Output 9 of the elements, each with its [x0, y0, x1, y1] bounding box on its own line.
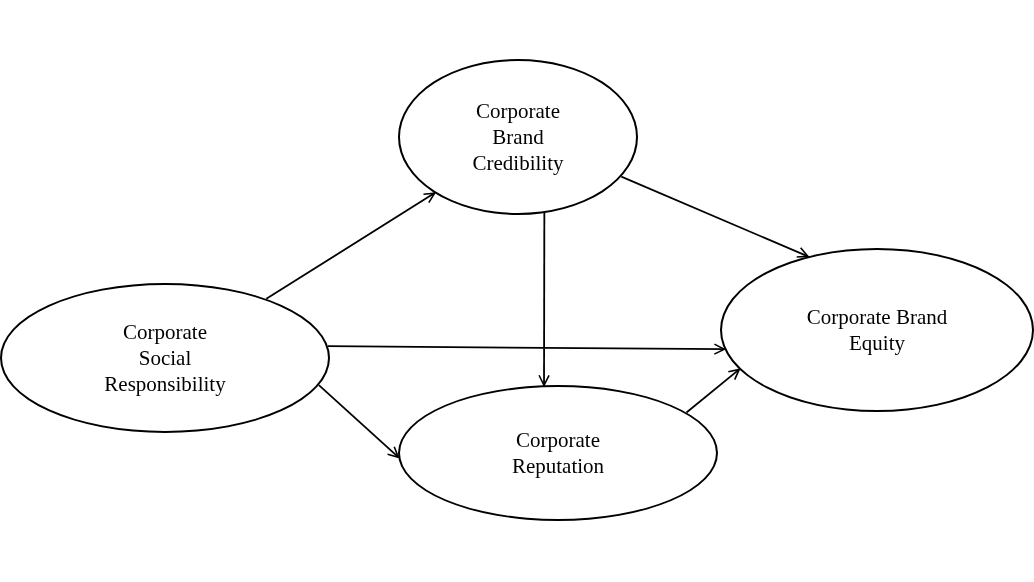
node-label: Corporate Brand Credibility: [471, 98, 565, 176]
node-label: Corporate Social Responsibility: [103, 319, 227, 397]
node-label: Corporate Brand Equity: [805, 304, 949, 356]
arrow: [685, 368, 741, 414]
arrow: [538, 212, 550, 387]
arrow: [620, 175, 809, 258]
arrow: [265, 192, 436, 300]
node-label: Corporate Reputation: [510, 427, 606, 479]
arrow: [317, 384, 400, 459]
